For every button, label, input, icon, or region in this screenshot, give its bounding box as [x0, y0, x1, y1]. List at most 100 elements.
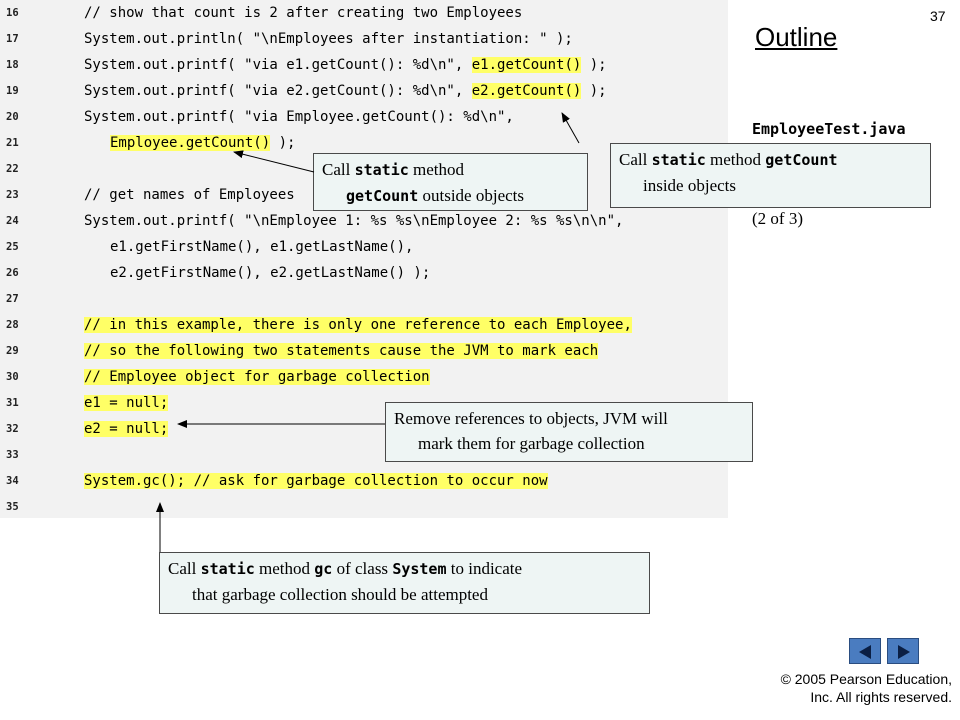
code-text: System.out.printf( "\nEmployee 1: %s %s\… — [84, 213, 624, 229]
code-line: 28 // in this example, there is only one… — [0, 312, 728, 338]
line-number: 18 — [6, 59, 19, 71]
code-text: // Employee object for garbage collectio… — [84, 364, 430, 390]
arrow-left-icon — [859, 645, 871, 659]
code-text: System.out.printf( "via e2.getCount(): %… — [84, 78, 607, 104]
code-highlight: e1 = null; — [84, 395, 169, 411]
callout-system-gc: Call static method gc of class System to… — [159, 552, 650, 614]
code-segment: System.out.printf( "via e2.getCount(): %… — [84, 83, 472, 99]
callout-text: Call — [168, 559, 201, 578]
arrow-right-icon — [898, 645, 910, 659]
previous-slide-button[interactable] — [849, 638, 881, 664]
code-text: e1 = null; — [84, 390, 169, 416]
code-highlight: // in this example, there is only one re… — [84, 317, 632, 333]
code-text: // in this example, there is only one re… — [84, 312, 632, 338]
line-number: 24 — [6, 215, 19, 227]
callout-second-line: getCount outside objects — [322, 183, 579, 209]
callout-code: static — [651, 151, 706, 169]
callout-text: Call — [322, 160, 355, 179]
page-indicator: (2 of 3) — [752, 209, 803, 228]
callout-text: Remove references to objects, JVM will — [394, 409, 668, 428]
line-number: 32 — [6, 423, 19, 435]
line-number: 20 — [6, 111, 19, 123]
code-line: 21 Employee.getCount() ); — [0, 130, 728, 156]
code-highlight: e2 = null; — [84, 421, 169, 437]
line-number: 30 — [6, 371, 19, 383]
code-highlight: e1.getCount() — [471, 57, 582, 73]
copyright-line: © 2005 Pearson Education, — [780, 671, 952, 687]
callout-code: static — [200, 560, 255, 578]
line-number: 26 — [6, 267, 19, 279]
code-text: // show that count is 2 after creating t… — [84, 5, 523, 21]
callout-second-line: mark them for garbage collection — [418, 434, 645, 453]
callout-remove-references: Remove references to objects, JVM will m… — [385, 402, 753, 462]
callout-text: Call — [619, 150, 652, 169]
code-line: 17 System.out.println( "\nEmployees afte… — [0, 26, 728, 52]
line-number: 21 — [6, 137, 19, 149]
code-line: 24 System.out.printf( "\nEmployee 1: %s … — [0, 208, 728, 234]
copyright-notice: © 2005 Pearson Education, Inc. All right… — [754, 670, 952, 706]
code-line: 29 // so the following two statements ca… — [0, 338, 728, 364]
line-number: 29 — [6, 345, 19, 357]
line-number: 22 — [6, 163, 19, 175]
line-number: 28 — [6, 319, 19, 331]
code-highlight: e2.getCount() — [471, 83, 582, 99]
code-line: 23 // get names of Employees — [0, 182, 728, 208]
code-segment: ); — [581, 83, 607, 99]
code-text: System.out.printf( "via Employee.getCoun… — [84, 109, 514, 125]
code-segment: ); — [581, 57, 607, 73]
file-name: EmployeeTest.java — [752, 120, 906, 138]
callout-text: method — [705, 150, 766, 169]
code-line: 27 — [0, 286, 728, 312]
callout-code: static — [354, 161, 409, 179]
line-number: 33 — [6, 449, 19, 461]
callout-second-line: inside objects — [643, 176, 737, 195]
callout-text: to indicate — [446, 559, 523, 578]
code-listing: 16 // show that count is 2 after creatin… — [0, 0, 728, 518]
slide-number: 37 — [930, 8, 946, 24]
code-line: 22 — [0, 156, 728, 182]
line-number: 17 — [6, 33, 19, 45]
callout-code: getCount — [765, 151, 838, 169]
callout-code: getCount — [346, 187, 419, 205]
code-segment: ); — [270, 135, 296, 151]
next-slide-button[interactable] — [887, 638, 919, 664]
code-line: 20 System.out.printf( "via Employee.getC… — [0, 104, 728, 130]
code-text: e2.getFirstName(), e2.getLastName() ); — [110, 265, 431, 281]
callout-getcount-outside: Call static method getCount outside obje… — [313, 153, 588, 211]
outline-title[interactable]: Outline — [755, 22, 838, 52]
code-highlight: // so the following two statements cause… — [84, 343, 599, 359]
code-line: 18 System.out.printf( "via e1.getCount()… — [0, 52, 728, 78]
line-number: 27 — [6, 293, 19, 305]
code-highlight: System.gc(); // ask for garbage collecti… — [84, 473, 548, 489]
code-highlight: Employee.getCount() — [110, 135, 271, 151]
callout-text: method — [254, 559, 315, 578]
code-highlight: // Employee object for garbage collectio… — [84, 369, 430, 385]
line-number: 23 — [6, 189, 19, 201]
code-line: 25 e1.getFirstName(), e1.getLastName(), — [0, 234, 728, 260]
line-number: 31 — [6, 397, 19, 409]
callout-text: of class — [332, 559, 393, 578]
code-segment: System.out.printf( "via e1.getCount(): %… — [84, 57, 472, 73]
callout-getcount-inside: Call static method getCount inside objec… — [610, 143, 931, 208]
copyright-line: Inc. All rights reserved. — [810, 689, 952, 705]
line-number: 25 — [6, 241, 19, 253]
code-text: // get names of Employees — [84, 187, 295, 203]
code-line: 26 e2.getFirstName(), e2.getLastName() )… — [0, 260, 728, 286]
code-line: 32 e2 = null; — [0, 416, 728, 442]
code-line: 16 // show that count is 2 after creatin… — [0, 0, 728, 26]
callout-code: gc — [314, 560, 333, 578]
callout-text: outside objects — [418, 186, 525, 205]
code-line: 35 — [0, 494, 728, 520]
callout-code: System — [392, 560, 447, 578]
line-number: 16 — [6, 7, 19, 19]
line-number: 34 — [6, 475, 19, 487]
code-text: System.gc(); // ask for garbage collecti… — [84, 468, 548, 494]
callout-second-line: that garbage collection should be attemp… — [192, 585, 488, 604]
code-line: 33 — [0, 442, 728, 468]
code-line: 19 System.out.printf( "via e2.getCount()… — [0, 78, 728, 104]
code-text: Employee.getCount() ); — [110, 130, 295, 156]
code-line: 30 // Employee object for garbage collec… — [0, 364, 728, 390]
code-text: e1.getFirstName(), e1.getLastName(), — [110, 239, 414, 255]
code-text: // so the following two statements cause… — [84, 338, 599, 364]
code-line: 31 e1 = null; — [0, 390, 728, 416]
